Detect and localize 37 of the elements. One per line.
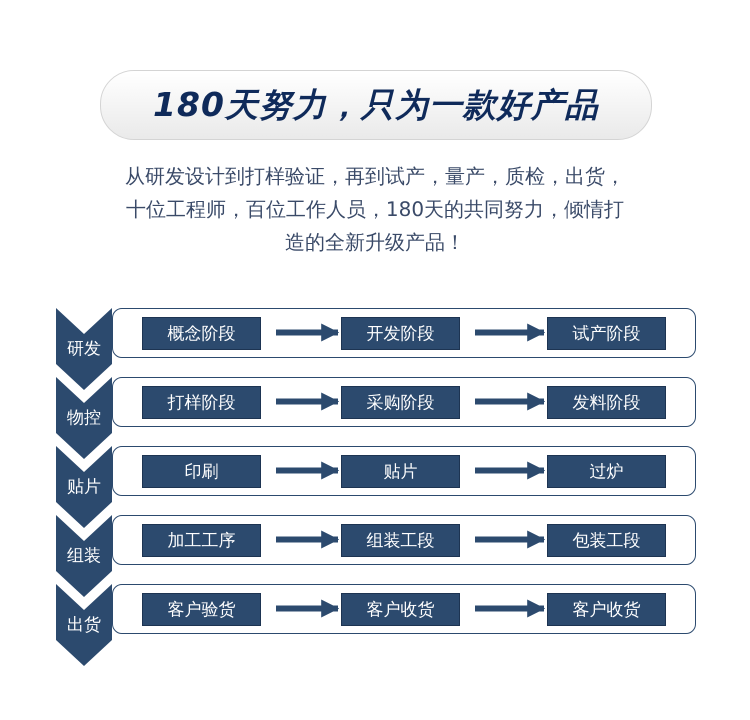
stage-band	[112, 515, 696, 565]
stage-band	[112, 446, 696, 496]
arrow	[276, 324, 340, 342]
process-box: 包装工段	[547, 524, 666, 557]
process-box: 客户收货	[341, 593, 460, 626]
arrow	[475, 462, 546, 480]
arrow	[475, 392, 546, 410]
stage-label: 组装	[56, 515, 112, 597]
process-box: 客户验货	[142, 593, 261, 626]
title: 180天努力，只为一款好产品	[153, 84, 599, 126]
stage-band	[112, 584, 696, 634]
process-box: 开发阶段	[341, 317, 460, 350]
process-box: 客户收货	[547, 593, 666, 626]
process-box: 发料阶段	[547, 386, 666, 419]
stage-band	[112, 308, 696, 358]
process-box: 过炉	[547, 455, 666, 488]
process-box: 加工工序	[142, 524, 261, 557]
stage-label: 出货	[56, 584, 112, 666]
intro-text: 从研发设计到打样验证，再到试产，量产，质检，出货，十位工程师，百位工作人员，180天的共同努力，倾情打造的全新升级产品！	[124, 163, 626, 256]
stage-label: 贴片	[56, 446, 112, 528]
arrow	[276, 530, 340, 548]
process-box: 贴片	[341, 455, 460, 488]
stage-band	[112, 377, 696, 427]
process-box: 印刷	[142, 455, 261, 488]
arrow	[475, 600, 546, 618]
process-box: 概念阶段	[142, 317, 261, 350]
stage-label: 研发	[56, 308, 112, 390]
process-box: 试产阶段	[547, 317, 666, 350]
arrow	[276, 392, 340, 410]
process-box: 采购阶段	[341, 386, 460, 419]
arrow	[276, 600, 340, 618]
process-box: 组装工段	[341, 524, 460, 557]
arrow	[475, 530, 546, 548]
arrow	[475, 324, 546, 342]
stage-label: 物控	[56, 377, 112, 459]
arrow	[276, 462, 340, 480]
process-box: 打样阶段	[142, 386, 261, 419]
